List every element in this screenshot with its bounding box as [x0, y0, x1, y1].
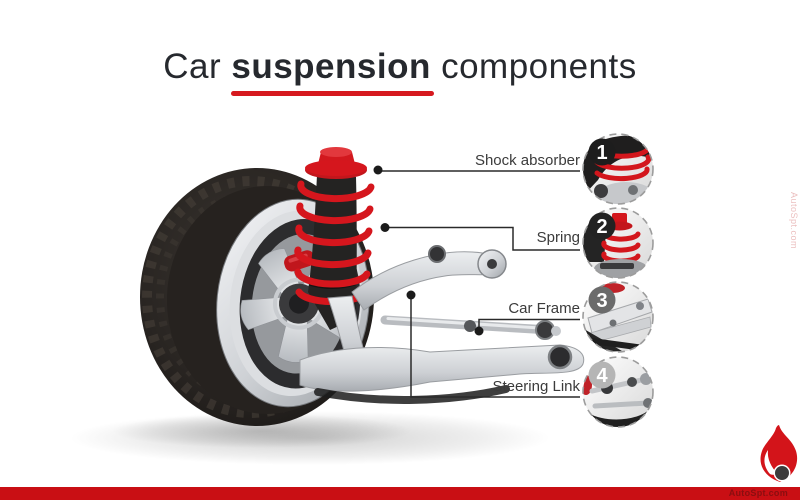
- badge-2-number: 2: [596, 216, 607, 238]
- arm-end-bolt: [487, 259, 497, 269]
- badge-4-number: 4: [596, 365, 608, 387]
- callout-circle-2: 2: [582, 207, 654, 279]
- strut-boot: [308, 175, 357, 330]
- label-car-frame: Car Frame: [508, 300, 580, 317]
- stabilizer-bar: [314, 385, 510, 404]
- label-shock-absorber: Shock absorber: [474, 152, 580, 169]
- label-steering-link: Steering Link: [492, 378, 580, 395]
- dot-spring: [380, 223, 390, 232]
- lower-control-arm: [299, 344, 585, 392]
- flame-logo-icon: [760, 425, 798, 482]
- title-suffix: components: [430, 47, 637, 86]
- dashed-ring-3: [582, 281, 654, 353]
- callout-dots: [373, 165, 484, 336]
- suspension-arms: [299, 245, 585, 404]
- line-spring: [385, 226, 580, 251]
- lower-arm-eye: [547, 344, 573, 370]
- callout-circle-3: 3: [582, 281, 654, 353]
- line-steering-link: [410, 295, 580, 398]
- page-title: Car suspension components: [0, 47, 800, 96]
- side-watermark: AutoSpt.com: [789, 192, 799, 250]
- badge-1: [588, 138, 616, 166]
- badge-3: [588, 286, 616, 314]
- brand-url: AutoSpt.com: [728, 488, 788, 498]
- shock-absorber-strut: [294, 147, 375, 330]
- callout-circle-4: 4: [582, 356, 654, 428]
- dot-shock-absorber: [373, 165, 383, 175]
- label-spring: Spring: [536, 229, 580, 246]
- badge-2: [588, 212, 616, 240]
- badge-1-number: 1: [596, 142, 607, 164]
- title-highlight: suspension: [231, 47, 435, 96]
- arm-bushing: [428, 245, 446, 263]
- callout-circle-1: 1: [582, 133, 654, 205]
- dot-car-frame: [474, 326, 484, 336]
- dashed-ring-1: [582, 133, 654, 205]
- dot-steering-link: [406, 290, 416, 300]
- dashed-ring-2: [582, 207, 654, 279]
- strut-top-mount: [305, 147, 367, 179]
- tie-rod: [380, 315, 561, 340]
- ground-shadow: [70, 411, 550, 465]
- badge-4: [588, 361, 616, 389]
- coil-spring: [294, 180, 375, 306]
- dashed-ring-4: [582, 356, 654, 428]
- badge-3-number: 3: [596, 290, 607, 312]
- bottom-brand-bar: AutoSpt.com: [0, 487, 800, 500]
- title-prefix: Car: [163, 47, 232, 86]
